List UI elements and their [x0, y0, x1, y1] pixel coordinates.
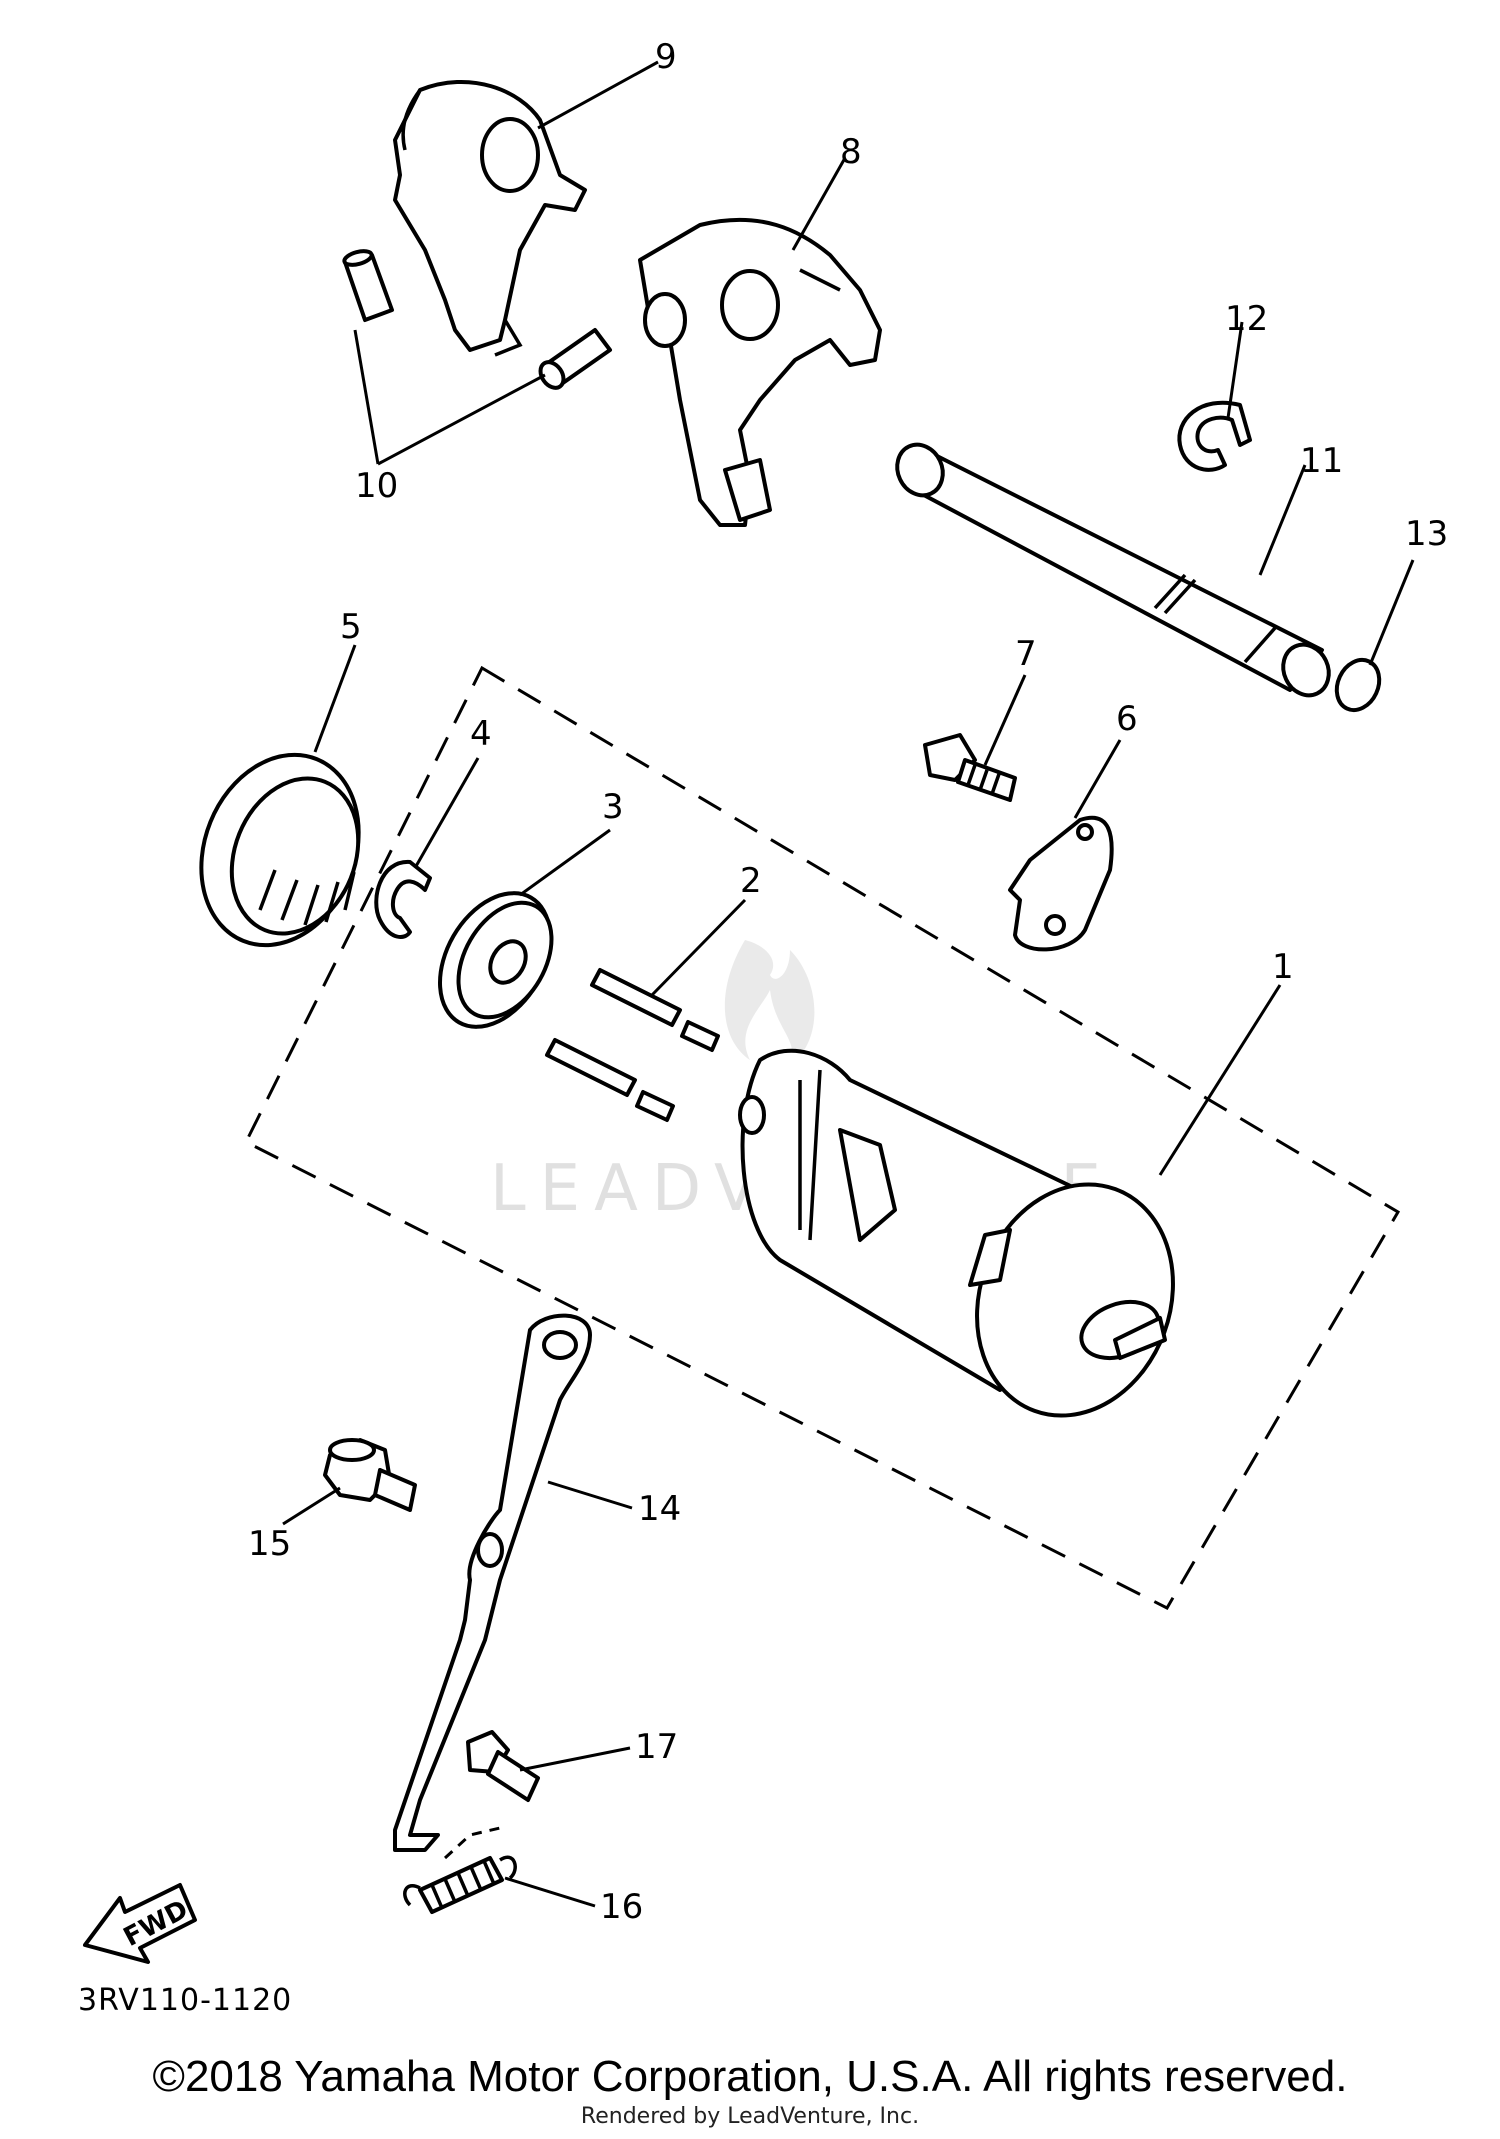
callout-4: 4 [470, 714, 492, 754]
pivot-bolt-15 [323, 1438, 417, 1512]
callout-7: 7 [1015, 634, 1037, 674]
return-spring [403, 1826, 517, 1914]
callout-16: 16 [600, 1887, 643, 1927]
washer [438, 891, 554, 1029]
callout-5: 5 [340, 607, 362, 647]
cam-pins [545, 968, 720, 1122]
fwd-arrow-icon: FWD [83, 1883, 197, 1964]
part-code: 3RV110-1120 [78, 1983, 292, 2018]
shift-fork-upper [393, 80, 587, 357]
circlip-4 [374, 859, 432, 939]
stopper-plate [1008, 816, 1114, 952]
bolt-17 [466, 1730, 540, 1802]
callout-3: 3 [602, 787, 624, 827]
callout-6: 6 [1116, 699, 1138, 739]
circlip-12 [1177, 400, 1252, 472]
callout-17: 17 [635, 1727, 678, 1767]
dowel-pins [342, 249, 612, 390]
leader-lines [282, 60, 1415, 1908]
assembly-boundary [243, 665, 1401, 1610]
copyright-notice: ©2018 Yamaha Motor Corporation, U.S.A. A… [152, 2052, 1348, 2101]
shift-lever [393, 1313, 592, 1852]
callout-10: 10 [355, 466, 398, 506]
callout-14: 14 [638, 1489, 681, 1529]
callout-labels: 9 8 10 12 11 13 5 7 6 4 3 2 1 14 15 17 1… [248, 37, 1448, 1927]
callout-9: 9 [655, 37, 677, 77]
callout-8: 8 [840, 132, 862, 172]
callout-13: 13 [1405, 514, 1448, 554]
bolt-7 [923, 733, 1017, 802]
o-ring [1334, 657, 1382, 713]
rendered-by-note: Rendered by LeadVenture, Inc. [580, 2104, 920, 2129]
callout-11: 11 [1300, 441, 1343, 481]
callout-12: 12 [1225, 299, 1268, 339]
shift-fork-middle [638, 217, 882, 527]
callout-2: 2 [740, 861, 762, 901]
shift-cam [738, 1048, 1175, 1418]
guide-bar [895, 442, 1331, 698]
bearing [199, 752, 361, 948]
callout-1: 1 [1272, 947, 1294, 987]
callout-15: 15 [248, 1524, 291, 1564]
